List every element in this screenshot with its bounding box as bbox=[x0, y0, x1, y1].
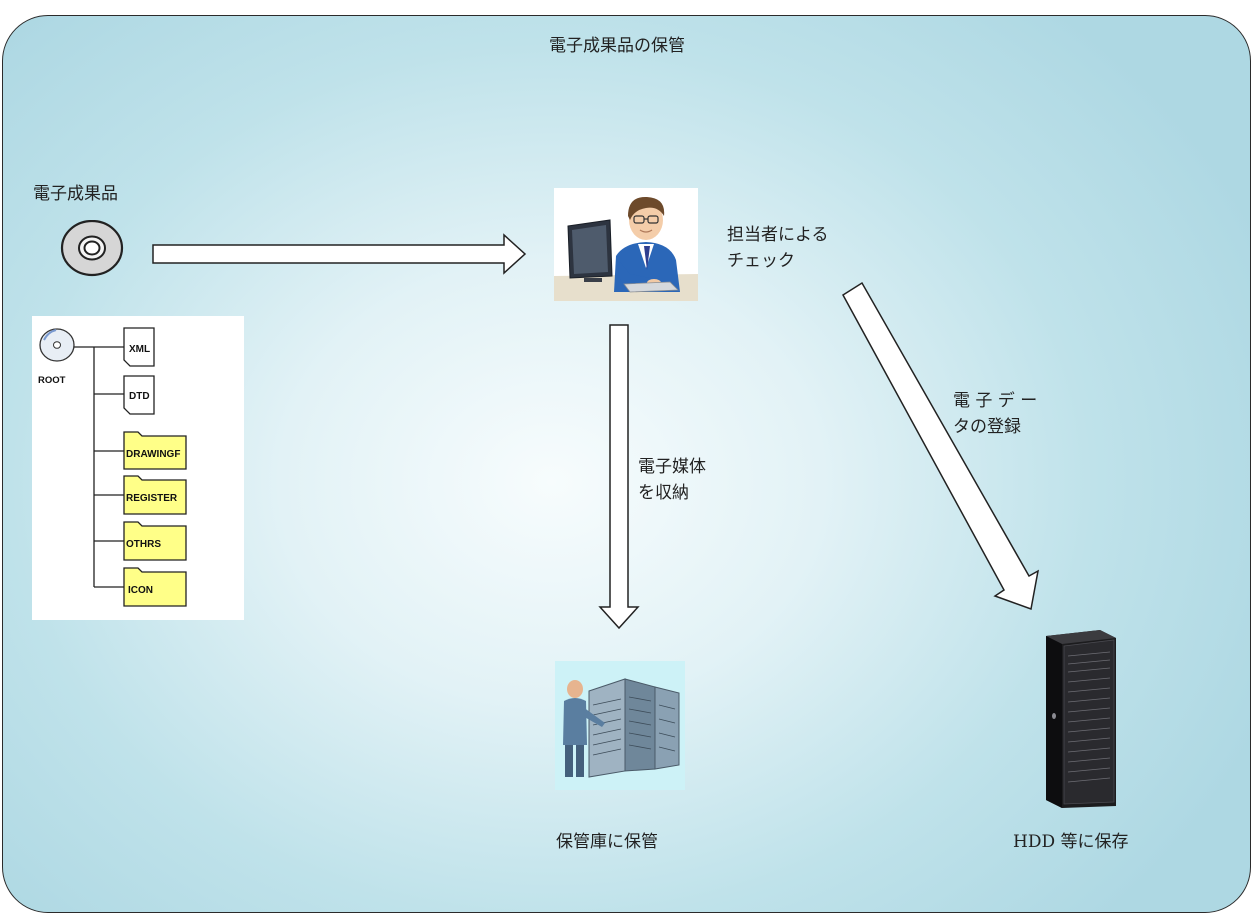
tree-file-xml: XML bbox=[129, 344, 150, 355]
arrow-to-hdd bbox=[835, 280, 1060, 615]
cabinet-label: 保管庫に保管 bbox=[556, 832, 658, 852]
tree-root-label: ROOT bbox=[38, 375, 66, 386]
server-rack-icon bbox=[1038, 630, 1118, 810]
tree-folder-drawingf: DRAWINGF bbox=[126, 449, 180, 460]
cd-disc-icon bbox=[60, 220, 126, 278]
source-label: 電子成果品 bbox=[33, 184, 118, 204]
store-media-label: 電子媒体 を収納 bbox=[638, 457, 706, 503]
arrow-to-cabinet bbox=[597, 322, 641, 632]
diagram-title: 電子成果品の保管 bbox=[549, 36, 685, 56]
arrow-to-checker bbox=[150, 232, 530, 276]
person-at-computer-icon bbox=[554, 188, 698, 301]
register-label: 電 子 デ ー タの登録 bbox=[953, 391, 1038, 437]
hdd-label: HDD 等に保存 bbox=[1013, 832, 1129, 852]
tree-file-dtd: DTD bbox=[129, 391, 150, 402]
person-server-cabinet-icon bbox=[555, 661, 685, 790]
tree-folder-register: REGISTER bbox=[126, 493, 178, 504]
tree-folder-othrs: OTHRS bbox=[126, 539, 161, 550]
folder-tree-icon: ROOT XML DTD DRAWINGF REGISTER OTHRS ICO… bbox=[32, 316, 244, 620]
tree-folder-icon: ICON bbox=[128, 585, 153, 596]
check-label: 担当者による チェック bbox=[727, 225, 829, 271]
